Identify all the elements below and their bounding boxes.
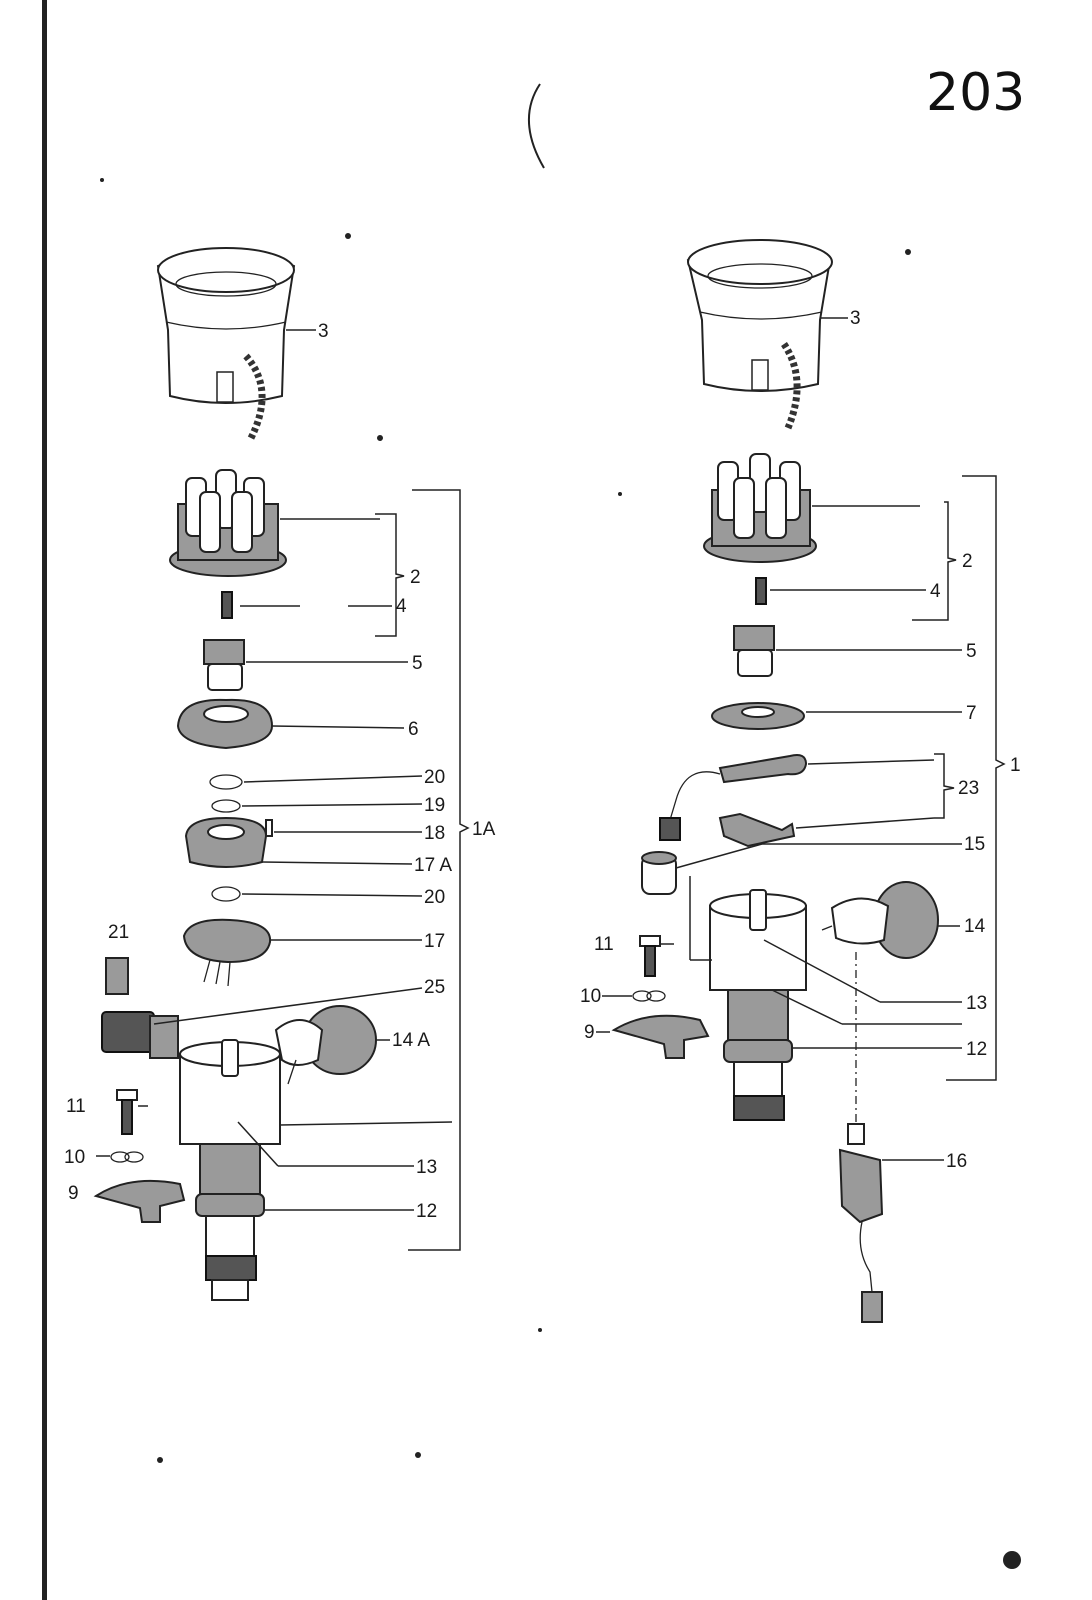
scan-mark (528, 83, 545, 169)
callout-left-2: 2 (410, 567, 421, 588)
callout-left-5: 5 (412, 653, 423, 674)
callout-right-15: 15 (964, 834, 985, 855)
callout-right-13: 13 (966, 993, 987, 1014)
right-distributor-assembly (596, 239, 1006, 1323)
callout-left-14a: 14 A (392, 1030, 430, 1051)
right-condenser (641, 851, 677, 895)
left-distributor-cap (169, 469, 287, 577)
callout-right-7: 7 (966, 703, 977, 724)
left-trigger-rotor (184, 816, 268, 868)
right-vacuum-unit (821, 881, 939, 959)
right-contact-breaker-set (659, 754, 808, 848)
callout-right-11: 11 (594, 934, 614, 955)
page-binding-edge (42, 0, 47, 1600)
callout-left-17: 17 (424, 931, 445, 952)
left-distributor-housing (179, 1039, 281, 1301)
left-connector-25 (101, 1011, 179, 1059)
right-screw (639, 935, 661, 977)
left-dust-cover (176, 698, 274, 750)
callout-left-10: 10 (64, 1147, 85, 1168)
right-connector-unit (838, 952, 884, 1323)
callout-left-11: 11 (66, 1096, 86, 1117)
left-shield-cap (156, 247, 296, 442)
left-pin (265, 819, 273, 837)
right-spring-washer (632, 990, 666, 1002)
bracket-label-left-1a: 1A (472, 819, 496, 840)
callout-right-9: 9 (584, 1022, 595, 1043)
right-rotor (733, 625, 775, 677)
callout-right-5: 5 (966, 641, 977, 662)
left-clamp-plate (93, 1179, 186, 1223)
left-rotor (203, 639, 245, 691)
callout-right-10: 10 (580, 986, 601, 1007)
left-carbon-brush-spring (221, 591, 233, 619)
callout-left-13: 13 (416, 1157, 437, 1178)
callout-right-16: 16 (946, 1151, 967, 1172)
callout-left-9: 9 (68, 1183, 79, 1204)
callout-left-20b: 20 (424, 887, 445, 908)
callout-left-4: 4 (396, 596, 407, 617)
right-shield-cap (686, 239, 833, 430)
right-dust-shield-disc (711, 702, 805, 730)
callout-left-6: 6 (408, 719, 419, 740)
callout-right-23: 23 (958, 778, 979, 799)
page-number: 203 (926, 63, 1025, 123)
left-plug-21 (105, 957, 129, 995)
callout-left-3: 3 (318, 321, 329, 342)
callout-left-18: 18 (424, 823, 445, 844)
left-circlip-upper (209, 774, 243, 790)
left-circlip-lower (211, 886, 241, 902)
callout-left-17a: 17 A (414, 855, 452, 876)
left-washer (211, 799, 241, 813)
callout-right-14: 14 (964, 916, 986, 937)
callout-left-19: 19 (424, 795, 445, 816)
callout-right-4: 4 (930, 581, 941, 602)
callout-right-12: 12 (966, 1039, 987, 1060)
callout-left-21: 21 (108, 922, 129, 943)
right-carbon-brush-spring (755, 577, 767, 605)
callout-left-25: 25 (424, 977, 445, 998)
right-clamp-plate (611, 1014, 710, 1059)
callout-right-3: 3 (850, 308, 861, 329)
left-screw (116, 1089, 138, 1135)
left-distributor-assembly (93, 247, 470, 1301)
callout-left-12: 12 (416, 1201, 437, 1222)
right-distributor-cap (703, 453, 817, 563)
left-spring-washer (110, 1151, 144, 1163)
callout-left-20a: 20 (424, 767, 445, 788)
left-vacuum-unit (274, 1005, 377, 1085)
scan-specks (100, 178, 1021, 1569)
left-pulse-generator (182, 918, 272, 987)
bracket-label-right-1: 1 (1010, 755, 1021, 776)
callout-right-2: 2 (962, 551, 973, 572)
right-distributor-housing (709, 889, 807, 1121)
